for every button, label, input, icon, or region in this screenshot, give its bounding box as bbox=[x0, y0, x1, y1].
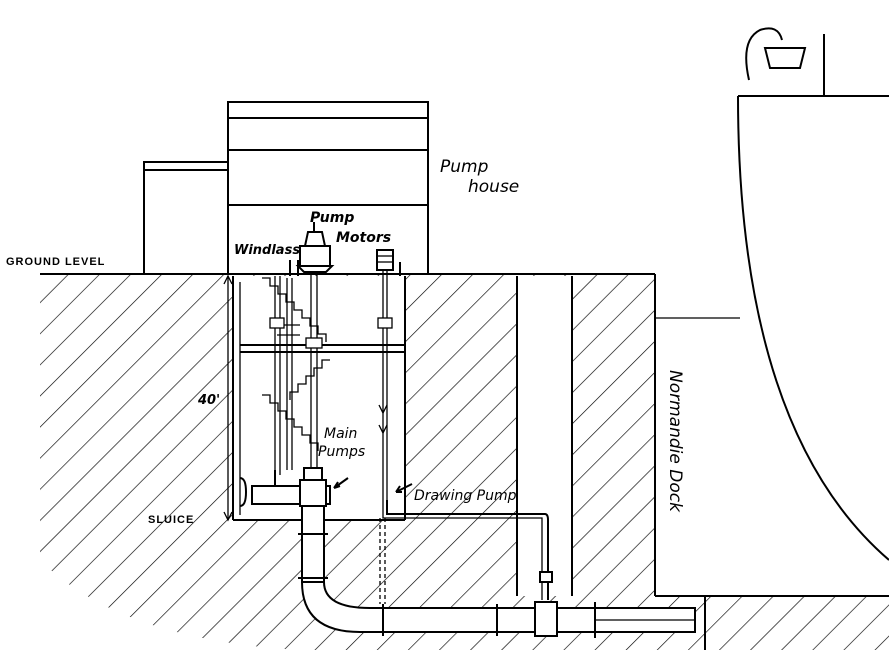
windlass-label: Windlass bbox=[234, 243, 300, 258]
spiral-staircase bbox=[262, 277, 330, 470]
pump-motors-label-1: Pump bbox=[310, 210, 354, 226]
ship-hull bbox=[655, 27, 889, 561]
ground-level-label: GROUND LEVEL bbox=[6, 256, 105, 268]
pump-shafts bbox=[269, 270, 393, 500]
main-pumps-label-1: Main bbox=[324, 426, 357, 442]
pump-motors-label-2: Motors bbox=[336, 230, 391, 246]
main-pump-arrow bbox=[333, 477, 349, 489]
discharge-pipe bbox=[298, 505, 696, 638]
sluice-label: SLUICE bbox=[148, 514, 194, 526]
drawing-pump-pipe bbox=[379, 500, 553, 604]
main-pumps-label-2: Pumps bbox=[318, 444, 365, 460]
pump-motor-main bbox=[295, 222, 335, 273]
dock-label: Normandie Dock bbox=[665, 370, 685, 513]
depth-label: 40' bbox=[197, 393, 220, 408]
main-pump-assembly bbox=[239, 467, 331, 507]
culvert bbox=[516, 276, 573, 596]
pump-house-label-2: house bbox=[468, 177, 519, 197]
drawing-pump-label: Drawing Pump bbox=[414, 488, 517, 504]
depth-dimension bbox=[223, 274, 233, 522]
pump-house-label-1: Pump bbox=[440, 157, 489, 177]
pump-motor-drawing bbox=[376, 249, 394, 271]
windlass bbox=[289, 260, 401, 276]
drawing-pump-arrow bbox=[395, 483, 413, 493]
